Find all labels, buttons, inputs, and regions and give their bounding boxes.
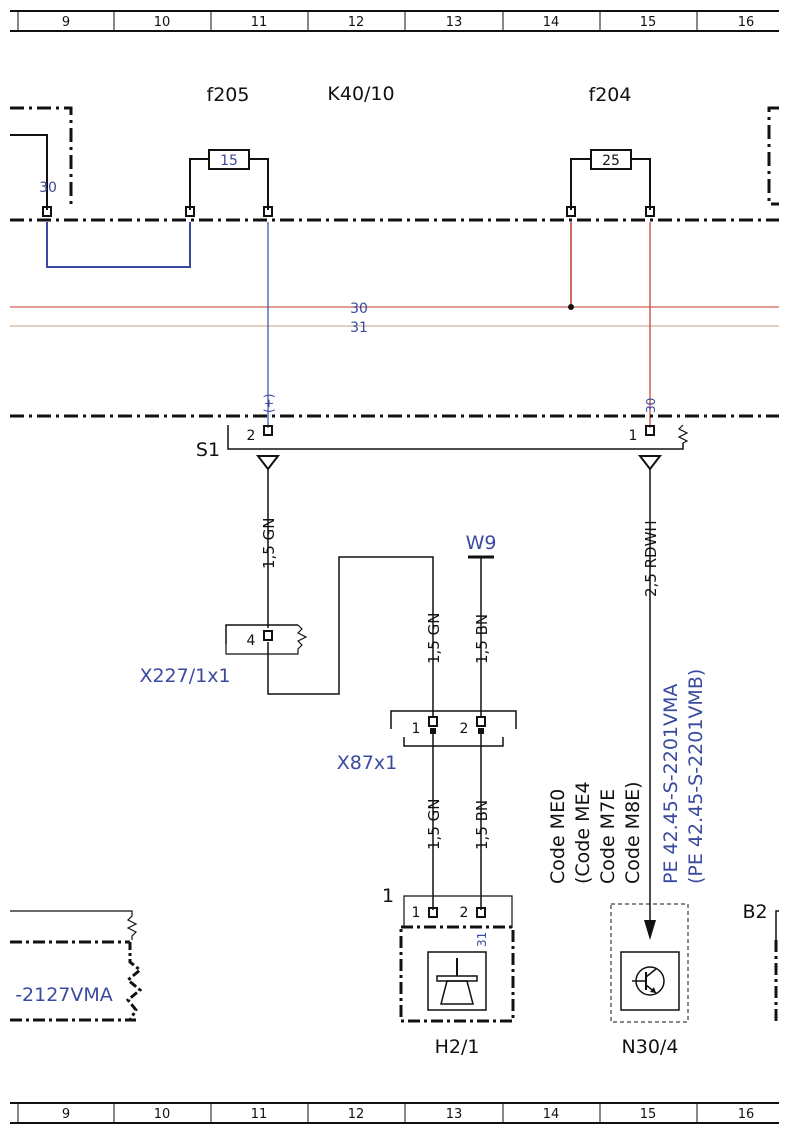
ground-w9: W9 1,5 GN 1,5 BN <box>425 532 496 716</box>
grid-col-16-bottom: 16 <box>738 1107 755 1122</box>
code-me4: (Code ME4 <box>572 781 594 884</box>
b2-label: B2 <box>742 901 767 923</box>
grid-col-10: 10 <box>154 15 171 30</box>
component-left-partial: -2127VMA <box>10 910 143 1022</box>
pe-ref-vma: PE 42.45-S-2201VMA <box>660 684 682 884</box>
wire-label-gn-top: 1,5 GN <box>260 518 278 569</box>
grid-col-9-bottom: 9 <box>62 1107 70 1122</box>
grid-col-12: 12 <box>348 15 365 30</box>
bottom-grid-ruler: 9 10 11 12 13 14 15 16 <box>10 1102 779 1124</box>
x87-label: X87x1 <box>337 752 398 774</box>
wire-label-gn-low: 1,5 GN <box>425 799 443 850</box>
fuse-f205-rating: 15 <box>220 153 238 169</box>
bus-bars: 30 31 <box>10 222 779 336</box>
wire-label-bn-mid: 1,5 BN <box>473 614 491 664</box>
wire-label-rdwh: 2,5 RDWH <box>642 520 660 597</box>
grid-col-12-bottom: 12 <box>348 1107 365 1122</box>
x87-pin1: 1 <box>412 721 421 737</box>
pe-ref-vmb: (PE 42.45-S-2201VMB) <box>685 669 707 884</box>
fuse-f204-body <box>590 149 632 170</box>
grid-col-10-bottom: 10 <box>154 1107 171 1122</box>
grid-col-13-bottom: 13 <box>446 1107 463 1122</box>
fuse-f204: 25 <box>566 149 655 217</box>
wire-label-bn-low: 1,5 BN <box>473 800 491 850</box>
s1-label: S1 <box>196 439 220 461</box>
grid-col-14: 14 <box>543 15 560 30</box>
wire-gn-to-x227: 1,5 GN <box>260 469 278 628</box>
bus-31-label: 31 <box>350 320 368 336</box>
fuse-f204-rating: 25 <box>602 153 620 169</box>
connector-x87: 1 2 X87x1 1,5 GN 1,5 BN <box>337 710 517 910</box>
code-me0: Code ME0 <box>547 789 569 884</box>
fuse-box-k40-10: f205 K40/10 f204 <box>10 83 779 222</box>
splice-s1: 2 1 S1 <box>10 414 779 471</box>
code-annotations: Code ME0 (Code ME4 Code M7E Code M8E) PE… <box>547 669 707 884</box>
horn-icon <box>427 951 487 1011</box>
x227-pin: 4 <box>247 633 256 649</box>
h2-label: H2/1 <box>435 1036 480 1058</box>
grid-col-11: 11 <box>251 15 268 30</box>
wire-label-gn-mid: 1,5 GN <box>425 613 443 664</box>
component-h2-1: 1 1 2 31 H2/1 <box>382 885 515 1058</box>
connector-x227: 4 X227/1x1 <box>139 556 434 716</box>
fuse-f204-label: f204 <box>589 84 632 106</box>
h2-pin1: 1 <box>412 905 421 921</box>
grid-col-13: 13 <box>446 15 463 30</box>
h2-tag-31: 31 <box>475 932 489 947</box>
grid-col-9: 9 <box>62 15 70 30</box>
x227-label: X227/1x1 <box>139 665 230 687</box>
grid-col-14-bottom: 14 <box>543 1107 560 1122</box>
top-grid-ruler: 9 10 11 12 13 14 15 16 <box>10 10 779 32</box>
left-module-connection: 30 <box>10 134 191 268</box>
h2-group-label: 1 <box>382 885 394 907</box>
code-m8e: Code M8E) <box>622 781 644 884</box>
grid-col-16: 16 <box>738 15 755 30</box>
left-module-pin-label: 30 <box>39 180 57 196</box>
fuse-box-label: K40/10 <box>327 83 394 105</box>
fuse-f205: 15 <box>185 149 273 217</box>
bus-30-label: 30 <box>350 301 368 317</box>
s1-pin2: 2 <box>247 428 256 444</box>
fuse-f205-label: f205 <box>207 84 250 106</box>
component-n30-4: N30/4 <box>610 903 689 1058</box>
left-box-label: -2127VMA <box>15 984 113 1006</box>
n30-label: N30/4 <box>622 1036 679 1058</box>
code-m7e: Code M7E <box>597 789 619 884</box>
s1-pin1: 1 <box>629 428 638 444</box>
component-b2: B2 <box>742 901 779 1022</box>
grid-col-11-bottom: 11 <box>251 1107 268 1122</box>
grid-col-15-bottom: 15 <box>640 1107 657 1122</box>
fuse-output-wires: (+) 30 <box>262 222 658 428</box>
tag-30: 30 <box>644 398 658 413</box>
grid-col-15: 15 <box>640 15 657 30</box>
wire-rdwh: 2,5 RDWH <box>642 469 660 940</box>
h2-pin2: 2 <box>460 905 469 921</box>
transistor-icon <box>620 951 680 1011</box>
fuse-f205-body <box>208 149 250 170</box>
plus-tag: (+) <box>262 394 276 413</box>
w9-label: W9 <box>466 532 497 554</box>
x87-pin2: 2 <box>460 721 469 737</box>
